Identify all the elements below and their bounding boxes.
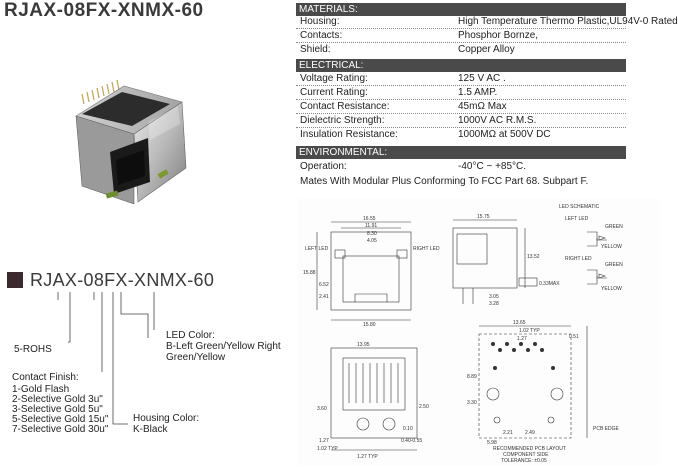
legend-connector-lines [57, 292, 155, 425]
right-led-label: RIGHT LED [413, 246, 440, 252]
electrical-header: ELECTRICAL: [296, 59, 626, 72]
dim-text: 0.40-0.55 [401, 438, 422, 444]
legend-contact-finish-title: Contact Finish: [12, 372, 79, 383]
dim-text: 1.27 [517, 336, 527, 342]
legend-led-color-line-2: Green/Yellow [166, 352, 226, 363]
dim-text: 15.75 [477, 214, 490, 220]
legend-contact-finish-5: 5-Selective Gold 15u" [12, 414, 109, 425]
dim-text: 8.89 [467, 374, 477, 380]
spec-label-shield: Shield: [300, 44, 331, 55]
dim-text: 1.02 TYP [317, 446, 338, 452]
row-divider [296, 113, 626, 114]
schematic-left-led: LEFT LED [565, 216, 589, 222]
dim-text: 13.52 [527, 254, 540, 260]
row-divider [296, 42, 626, 43]
dim-text: 1.27 [319, 438, 329, 444]
dim-text: 2.21 [503, 430, 513, 436]
spec-label-contacts: Contacts: [300, 30, 343, 41]
dim-text: 15.80 [363, 322, 376, 328]
dim-text: 3.28 [489, 301, 499, 307]
dim-text: 11.91 [365, 223, 377, 229]
spec-note-fcc: Mates With Modular Plus Conforming To FC… [300, 176, 589, 187]
environmental-header: ENVIRONMENTAL: [296, 146, 626, 159]
legend-housing-color-title: Housing Color: [133, 413, 200, 424]
part-number-marker [7, 272, 23, 288]
dim-text: 0.51 [569, 334, 579, 340]
pcb-edge-label: PCB EDGE [593, 426, 620, 432]
dim-text: 16.55 [363, 216, 376, 222]
dim-text: 5.98 [487, 440, 497, 446]
spec-label-voltage: Voltage Rating: [300, 73, 368, 84]
spec-value-housing: High Temperature Thermo Plastic,UL94V-0 … [458, 16, 678, 27]
row-divider [296, 127, 626, 128]
legend-contact-finish-7: 7-Selective Gold 30u" [12, 424, 109, 435]
dim-text: 3.60 [317, 406, 327, 412]
schematic-yellow-2: YELLOW [601, 286, 622, 292]
row-divider [296, 85, 626, 86]
product-title: RJAX-08FX-XNMX-60 [4, 0, 204, 21]
spec-label-housing: Housing: [300, 16, 340, 27]
dim-text: 1.02 TYP [519, 328, 540, 334]
legend-contact-finish-1: 1-Gold Flash [12, 384, 70, 395]
dim-text: 13.65 [513, 320, 526, 326]
dim-text: 3.30 [467, 400, 477, 406]
spec-label-operation: Operation: [300, 161, 347, 172]
spec-value-current: 1.5 AMP. [458, 87, 498, 98]
materials-header: MATERIALS: [296, 3, 626, 16]
dim-text: 2.41 [319, 294, 329, 300]
front-view-outline [330, 231, 412, 311]
row-divider [296, 99, 626, 100]
schematic-title: LED SCHEMATIC [559, 204, 600, 210]
dim-text: 1.27 TYP [357, 454, 378, 460]
dim-text: 0.10 [403, 426, 413, 432]
spec-value-contacts: Phosphor Bornze, [458, 30, 539, 41]
schematic-green: GREEN [605, 224, 623, 230]
plate-label: 0.33MAX [539, 281, 560, 287]
dim-text: 2.49 [525, 430, 535, 436]
spec-value-operation: -40°C ~ +85°C. [458, 161, 527, 172]
product-photo [75, 79, 187, 205]
spec-value-shield: Copper Alloy [458, 44, 515, 55]
dim-text: 8.30 [367, 231, 377, 237]
dim-text: 6.52 [319, 282, 329, 288]
left-led-label: LEFT LED [305, 246, 329, 252]
legend-contact-finish-3: 3-Selective Gold 5u" [12, 404, 103, 415]
spec-value-dielectric: 1000V AC R.M.S. [458, 115, 537, 126]
pcb-layout-label: RECOMMENDED PCB LAYOUT [493, 446, 566, 452]
legend-contact-finish-2: 2-Selective Gold 3u" [12, 394, 103, 405]
schematic-right-led: RIGHT LED [565, 256, 592, 262]
spec-value-contact-resistance: 45mΩ Max [458, 101, 507, 112]
legend-led-color-line-1: B-Left Green/Yellow Right [166, 341, 281, 352]
legend-housing-color-value: K-Black [133, 424, 168, 435]
spec-label-insulation: Insulation Resistance: [300, 129, 398, 140]
legend-rohs: 5-ROHS [14, 344, 52, 355]
tolerance-label: TOLERANCE: ±0.05 [501, 458, 547, 464]
schematic-green-2: GREEN [605, 262, 623, 268]
schematic-yellow: YELLOW [601, 244, 622, 250]
component-side-label: COMPONENT SIDE [503, 452, 549, 458]
technical-drawing: 16.55 11.91 8.30 4.05 15.88 6.52 2.41 15… [297, 198, 660, 466]
dim-text: 2.50 [419, 404, 429, 410]
spec-label-dielectric: Dielectric Strength: [300, 115, 385, 126]
part-number-code: RJAX-08FX-XNMX-60 [30, 270, 215, 290]
dim-text: 15.88 [303, 270, 316, 276]
legend-led-color-title: LED Color: [166, 330, 215, 341]
row-divider [296, 28, 626, 29]
dim-text: 13.95 [357, 342, 370, 348]
spec-label-current: Current Rating: [300, 87, 368, 98]
spec-value-voltage: 125 V AC . [458, 73, 506, 84]
dim-text: 4.05 [367, 238, 377, 244]
spec-value-insulation: 1000MΩ at 500V DC [458, 129, 551, 140]
dim-text: 3.05 [489, 294, 499, 300]
spec-label-contact-resistance: Contact Resistance: [300, 101, 390, 112]
